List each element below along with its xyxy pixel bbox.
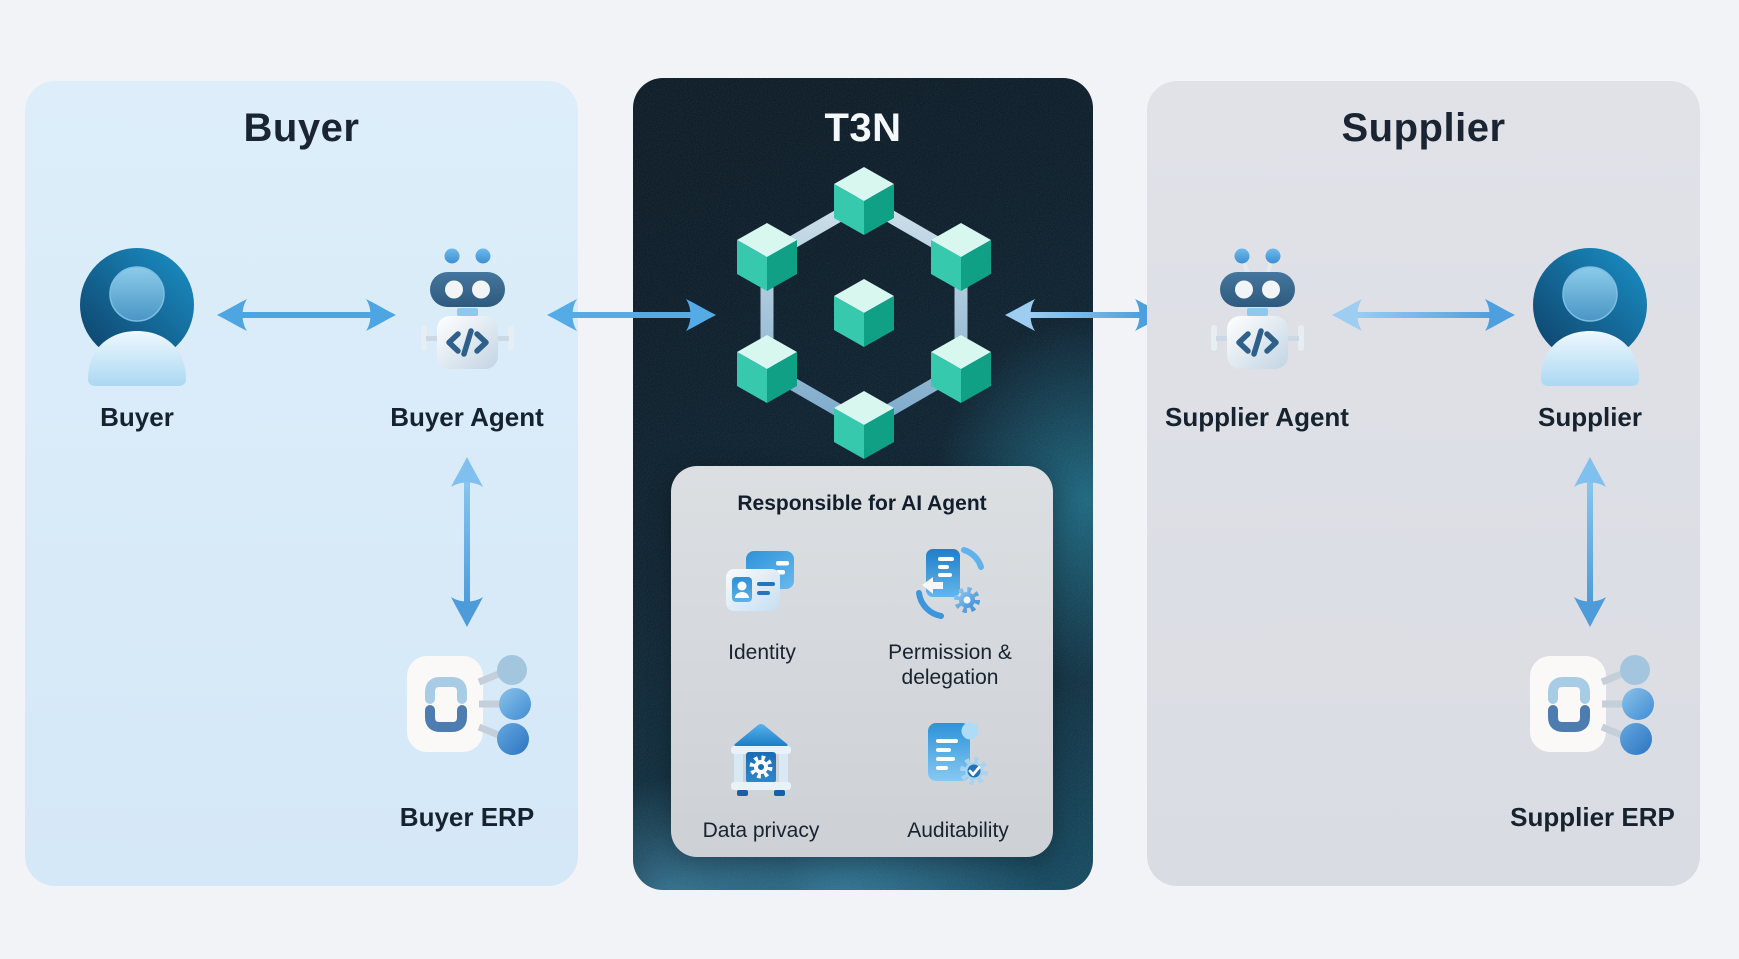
auditability-document-icon <box>928 722 988 785</box>
data-privacy-vault-icon <box>731 724 791 796</box>
arrow-buyer-agent-to-t3n <box>547 299 716 331</box>
buyer-erp-icon <box>405 649 540 765</box>
supplier-agent-label: Supplier Agent <box>1165 402 1349 432</box>
buyer-panel-title: Buyer <box>243 106 360 150</box>
t3n-network-hexagon-icon <box>737 167 991 459</box>
buyer-panel <box>25 81 578 886</box>
responsibility-card <box>671 466 1053 857</box>
arrow-t3n-to-supplier-agent <box>1005 299 1165 331</box>
card-item-data-privacy-label: Data privacy <box>702 819 820 842</box>
buyer-erp-label: Buyer ERP <box>399 802 535 832</box>
supplier-user-icon <box>1532 247 1648 386</box>
arrow-buyer-agent-to-erp <box>451 457 483 627</box>
identity-id-card-icon <box>726 551 794 611</box>
buyer-user-label: Buyer <box>100 402 174 432</box>
arrow-supplier-to-erp <box>1574 457 1606 627</box>
responsibility-card-title: Responsible for AI Agent <box>737 492 987 515</box>
supplier-panel <box>1147 81 1700 886</box>
card-item-identity-label: Identity <box>728 641 796 664</box>
card-item-permission-label: Permission & delegation <box>888 641 1012 689</box>
buyer-user-icon <box>79 247 195 386</box>
supplier-agent-robot-icon <box>1202 246 1313 370</box>
t3n-panel-title: T3N <box>824 106 902 150</box>
buyer-agent-robot-icon <box>412 246 523 370</box>
buyer-agent-label: Buyer Agent <box>390 402 544 432</box>
supplier-erp-icon <box>1528 649 1663 765</box>
arrow-supplier-agent-to-supplier <box>1332 299 1515 331</box>
supplier-erp-label: Supplier ERP <box>1510 802 1675 832</box>
card-item-auditability-label: Auditability <box>907 819 1009 842</box>
arrow-buyer-to-agent <box>217 299 396 331</box>
permission-delegation-icon <box>916 547 984 619</box>
supplier-user-label: Supplier <box>1537 402 1642 432</box>
supplier-panel-title: Supplier <box>1341 106 1506 150</box>
